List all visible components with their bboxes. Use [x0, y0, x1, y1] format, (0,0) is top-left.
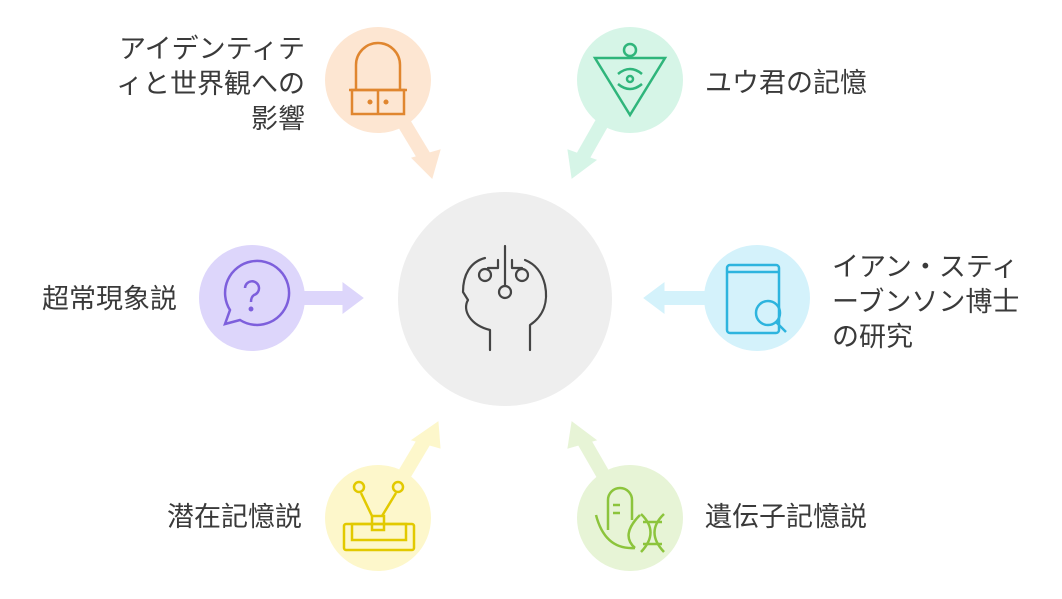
- label-line: ユウ君の記憶: [705, 68, 867, 99]
- label-line: ーブンソン博士: [832, 287, 1020, 318]
- label-line: イアン・スティ: [832, 252, 1019, 283]
- vanity-cabinet-icon: [349, 41, 407, 116]
- book-search-icon: [725, 263, 787, 335]
- toolbox-icon: [342, 480, 416, 552]
- label-line: 遺伝子記憶説: [705, 502, 867, 533]
- label-line: 影響: [251, 104, 305, 135]
- label-line: の研究: [832, 322, 913, 353]
- node-label-genetic-memory: 遺伝子記憶説: [705, 500, 867, 535]
- label-line: 潜在記憶説: [167, 502, 302, 533]
- node-circle-cryptomnesia: [325, 465, 431, 571]
- node-label-stevenson: イアン・スティ ーブンソン博士 の研究: [832, 250, 1019, 355]
- node-label-paranormal: 超常現象説: [42, 282, 177, 317]
- corn-dna-icon: [594, 486, 665, 553]
- label-line: アイデンティテ: [118, 34, 305, 65]
- node-label-yuu-memory: ユウ君の記憶: [705, 66, 867, 101]
- eye-triangle-icon: [592, 42, 668, 118]
- node-label-identity: アイデンティテ ィと世界観への 影響: [116, 32, 305, 137]
- node-label-cryptomnesia: 潜在記憶説: [167, 500, 302, 535]
- head-circuit-icon: [461, 244, 548, 352]
- node-circle-genetic-memory: [577, 465, 683, 571]
- node-circle-yuu-memory: [577, 27, 683, 133]
- label-line: 超常現象説: [42, 284, 177, 315]
- node-circle-stevenson: [704, 245, 810, 351]
- label-line: ィと世界観への: [116, 69, 305, 100]
- question-bubble-icon: [223, 259, 291, 327]
